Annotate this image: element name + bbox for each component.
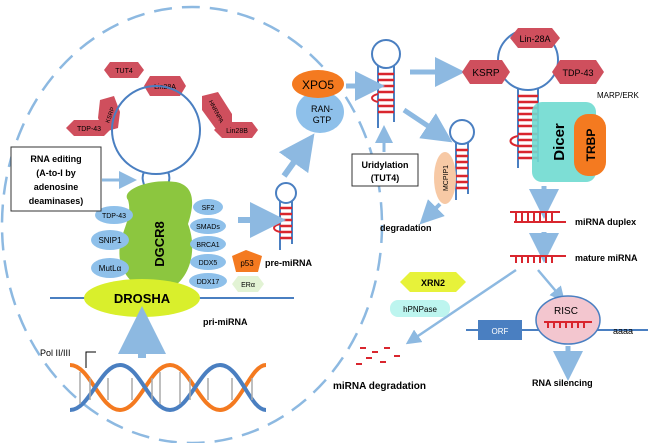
- rna-editing-line1: RNA editing: [30, 154, 81, 164]
- oval-label-tdp43: TDP-43: [102, 213, 126, 220]
- hexagon-tut4: [104, 62, 144, 78]
- dna-helix: [69, 362, 267, 413]
- hex-label-lin28a-cyto: Lin-28A: [519, 34, 550, 44]
- hexagon-tdp43-cyto: [552, 60, 604, 84]
- hex-label-ksrp: KSRP: [105, 107, 116, 124]
- rna-editing-line2: (A-to-I by: [36, 168, 76, 178]
- xrn2-label: XRN2: [421, 278, 445, 288]
- orf-label: ORF: [492, 327, 509, 336]
- dgcr8-label: DGCR8: [152, 221, 167, 267]
- pre-mirna-hairpin: [273, 182, 297, 250]
- mcpip1-oval: [434, 152, 456, 204]
- oval-snip1: [91, 230, 129, 250]
- hexagon-lin28b: [214, 122, 258, 138]
- to-risc-arrow: [537, 269, 565, 302]
- trbp-label: TRBP: [584, 129, 598, 162]
- pol-bracket: [85, 351, 96, 368]
- oval-label-brca1: BRCA1: [196, 242, 219, 249]
- to-mirna-degradation-arrow: [405, 268, 517, 345]
- hpnpase-label: hPNPase: [403, 305, 437, 314]
- mirna-duplex-shape: [510, 211, 566, 223]
- uridylation-box: [351, 153, 419, 187]
- hexagon-lin28a-cyto: [510, 28, 560, 48]
- hpnpase-shape: [390, 300, 450, 317]
- oval-label-snip1: SNIP1: [98, 236, 122, 245]
- p53-pentagon: [232, 250, 262, 272]
- nucleus-boundary: [0, 5, 384, 443]
- oval-tdp43: [95, 206, 133, 224]
- oval-label-mutla: MutLα: [99, 264, 122, 273]
- ran-gtp-line2: GTP: [313, 115, 332, 125]
- er-label: ERα: [241, 282, 255, 289]
- oval-label-ddx5: DDX5: [199, 260, 218, 267]
- drosha-oval: [84, 279, 200, 317]
- hexagon-ksrp-cyto: [462, 60, 510, 84]
- hex-label-lin28b: Lin28B: [226, 128, 248, 135]
- xpo5-label: XPO5: [302, 78, 334, 92]
- oval-mutla: [91, 258, 129, 278]
- oval-smads: [190, 218, 226, 234]
- hex-label-tdp43-cyto: TDP-43: [562, 68, 593, 78]
- dgcr8-blob: [119, 181, 193, 292]
- p53-label: p53: [240, 259, 254, 268]
- hexagon-tdp43: [66, 120, 112, 136]
- oval-label-ddx17: DDX17: [197, 279, 220, 286]
- risc-oval: [535, 295, 601, 345]
- rna-silencing-label: RNA silencing: [532, 378, 593, 388]
- mcpip1-hairpin: [449, 119, 475, 200]
- ran-gtp-oval: [296, 91, 344, 133]
- oval-label-sf2: SF2: [202, 205, 215, 212]
- dicer-label: Dicer: [551, 123, 568, 161]
- drosha-label: DROSHA: [114, 291, 171, 306]
- mature-mirna-shape: [510, 255, 566, 263]
- hex-label-tut4: TUT4: [115, 68, 133, 75]
- to-mcpip1-arrow: [402, 107, 453, 143]
- er-hexagon: [232, 276, 264, 292]
- oval-ddx17: [189, 273, 227, 289]
- export-arrow: [278, 133, 315, 178]
- xpo5-oval: [292, 70, 344, 98]
- oval-sf2: [193, 199, 223, 215]
- degradation-label: degradation: [380, 223, 432, 233]
- trbp-box: [574, 114, 606, 176]
- mcpip1-degradation-arrow: [419, 199, 445, 225]
- rna-editing-box: [10, 146, 102, 212]
- hexagon-group: TUT4 Lin28A KSRP HNRNPA1 TDP-43 Lin28B: [66, 62, 258, 138]
- cytoplasmic-pre-mirna: [371, 39, 401, 128]
- oval-brca1: [190, 236, 226, 252]
- rna-editing-line3: adenosine: [34, 182, 79, 192]
- degraded-fragments: [356, 347, 400, 365]
- aaaa-label: aaaa: [613, 326, 633, 336]
- mirna-duplex-label: miRNA duplex: [575, 217, 636, 227]
- xrn2-shape: [400, 272, 466, 292]
- uridylation-line1: Uridylation: [361, 160, 408, 170]
- pol-label: Pol II/III: [40, 348, 71, 358]
- hex-label-ksrp-cyto: KSRP: [472, 68, 500, 79]
- ran-gtp-line1: RAN-: [311, 104, 333, 114]
- oval-ddx5: [190, 254, 226, 270]
- rna-editing-line4: deaminases): [29, 196, 84, 206]
- risc-bound-mirna: [544, 321, 592, 328]
- marp-label: MARP/ERK: [597, 91, 639, 100]
- risc-label: RISC: [554, 306, 578, 317]
- hex-label-tdp43: TDP-43: [77, 126, 101, 133]
- mature-mirna-label: mature miRNA: [575, 253, 638, 263]
- orf-box: [478, 320, 522, 340]
- mcpip1-label: MCPIP1: [443, 165, 450, 191]
- mirna-degradation-label: miRNA degradation: [333, 381, 426, 392]
- pre-mirna-label: pre-miRNA: [265, 258, 313, 268]
- oval-label-smads: SMADs: [196, 224, 220, 231]
- pri-mirna-label: pri-miRNA: [203, 317, 248, 327]
- uridylation-line2: (TUT4): [371, 173, 400, 183]
